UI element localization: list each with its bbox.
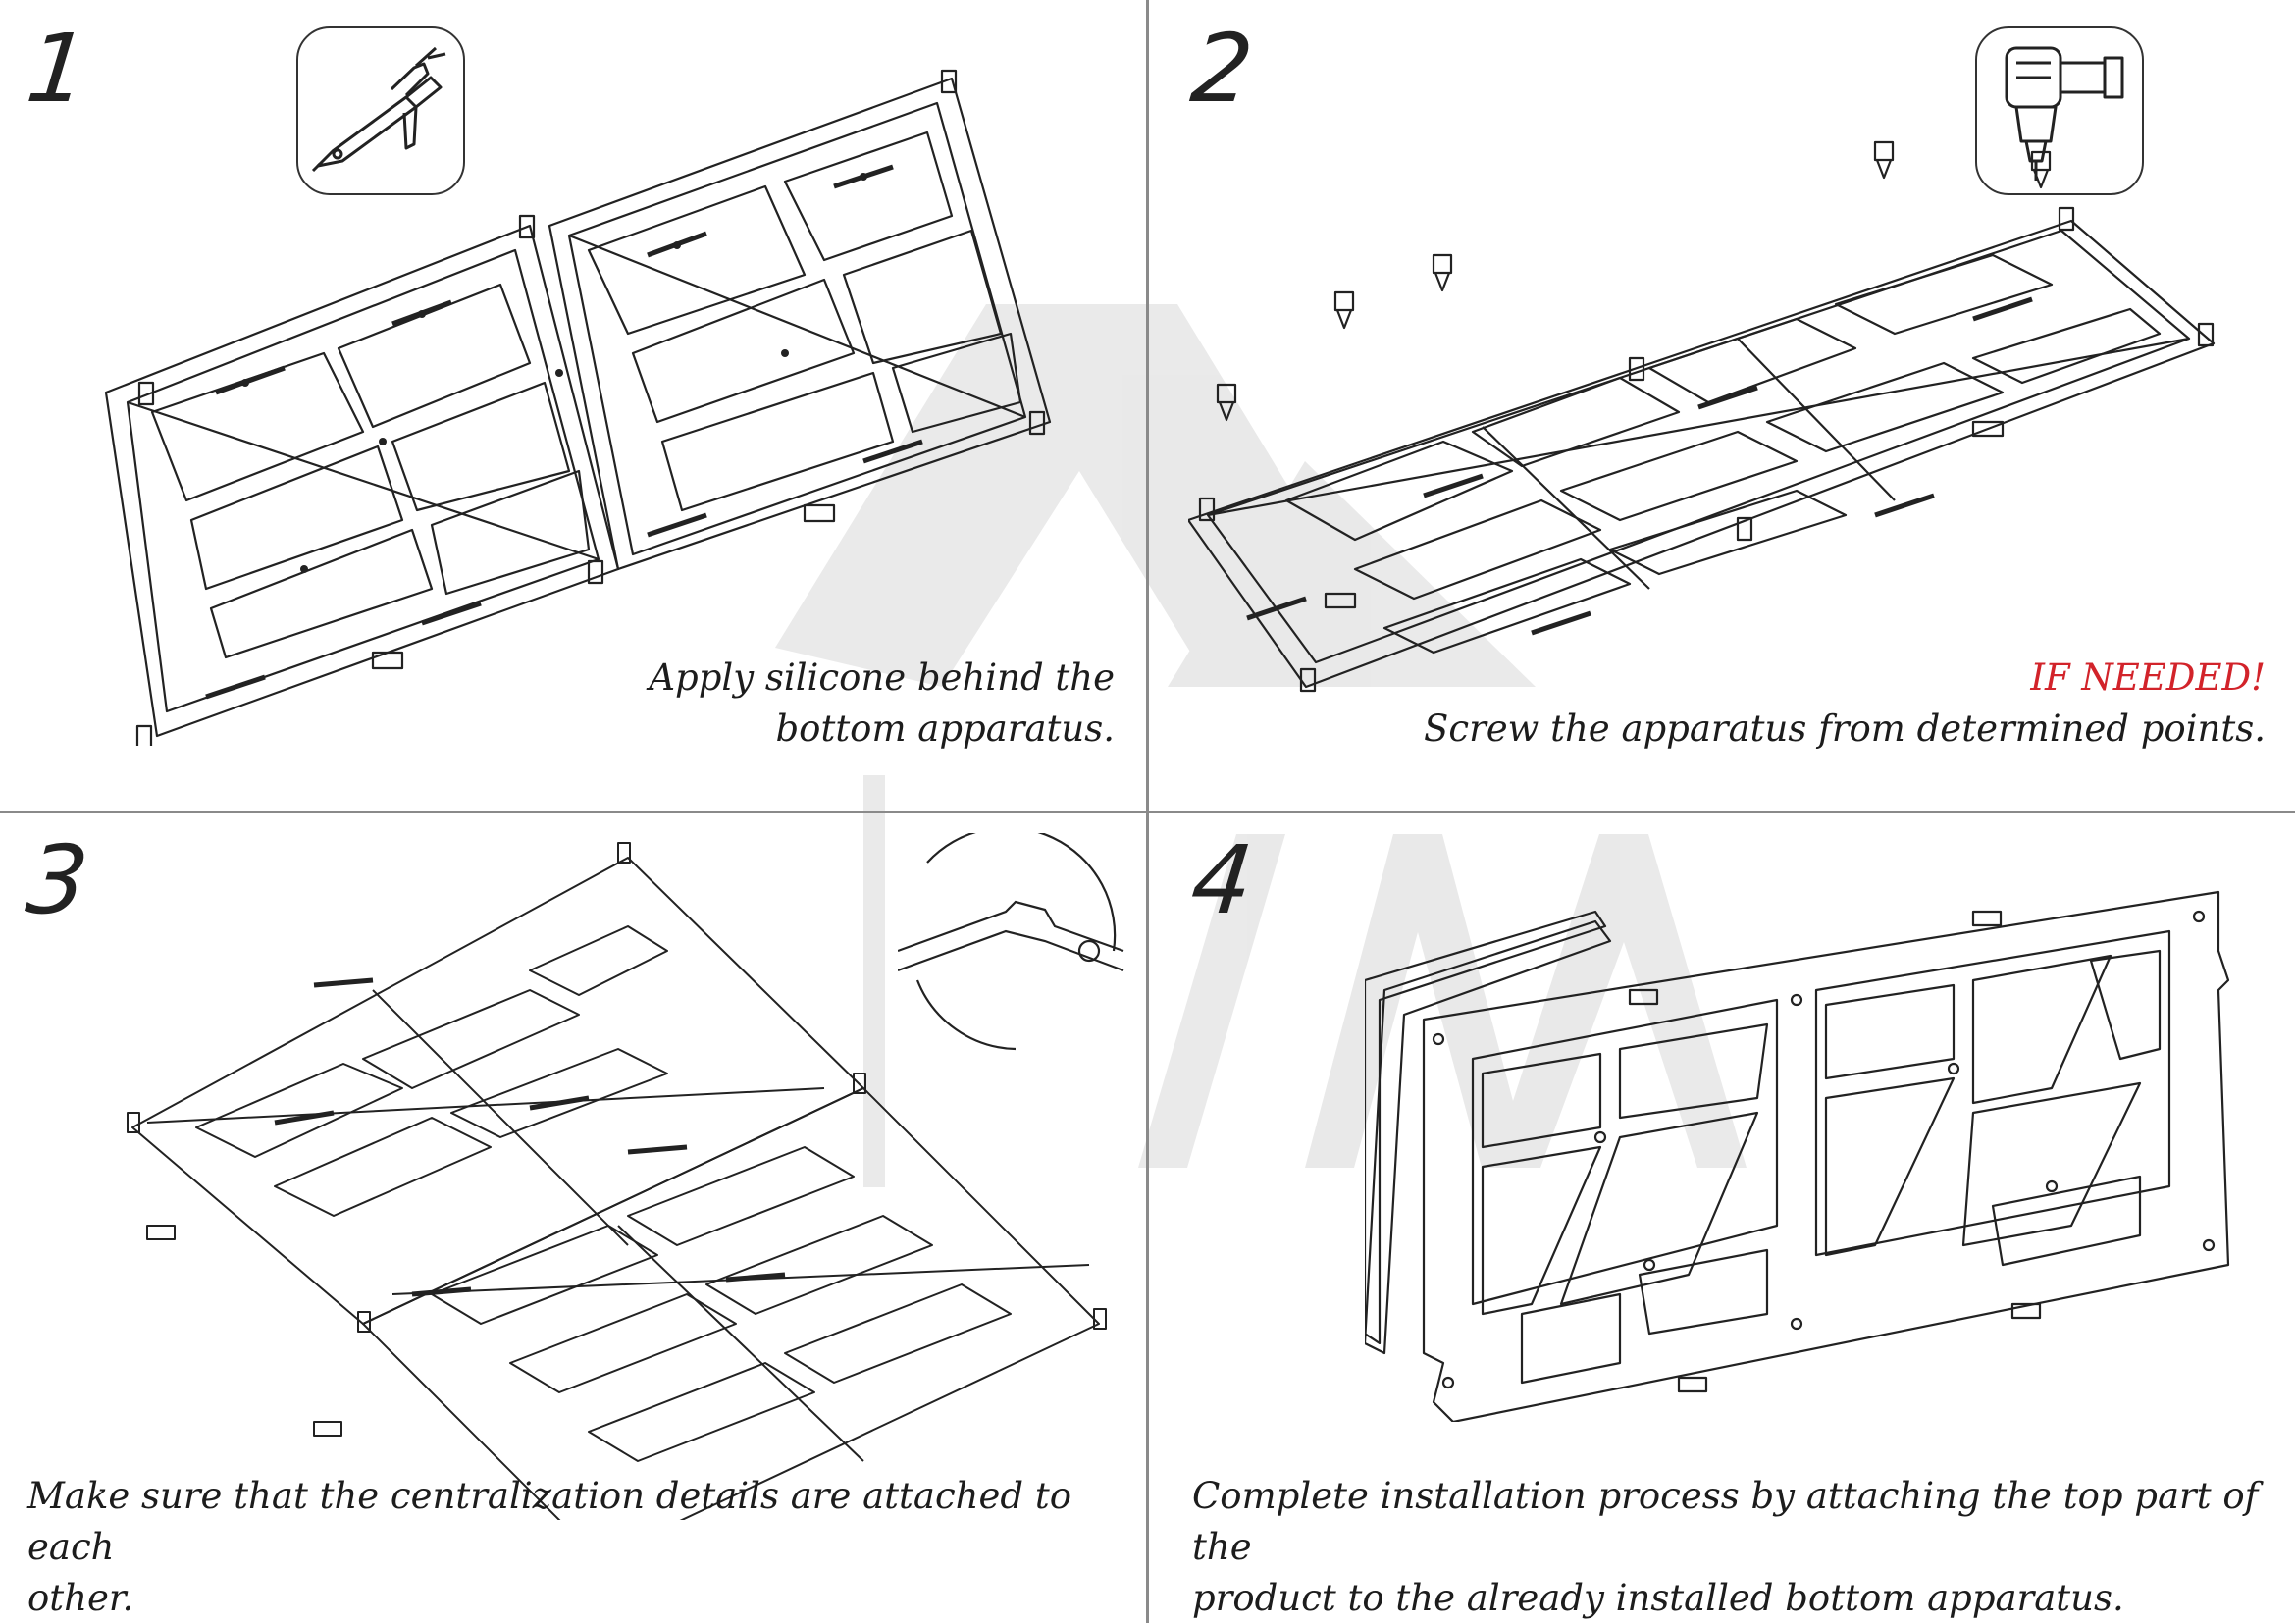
step-1-caption-line-1: Apply silicone behind the [649, 656, 1115, 699]
step-4-illustration [1365, 890, 2230, 1422]
step-3-panel: 3 [0, 813, 1146, 1623]
step-2-caption: IF NEEDED! Screw the apparatus from dete… [1424, 653, 2266, 755]
step-2-illustration [1188, 140, 2216, 693]
power-drill-icon [1975, 26, 2144, 195]
step-3-caption: Make sure that the centralization detail… [27, 1471, 1126, 1624]
step-1-panel: 1 [0, 0, 1146, 811]
step-4-panel: 4 [1149, 813, 2295, 1623]
zoom-detail-icon [898, 833, 1124, 1051]
horizontal-divider [0, 811, 2295, 813]
step-3-number: 3 [22, 825, 93, 935]
step-2-warning: IF NEEDED! [2030, 656, 2266, 699]
silicone-gun-icon [296, 26, 465, 195]
step-1-number: 1 [22, 14, 93, 124]
step-2-panel: 2 [1149, 0, 2295, 811]
step-2-number: 2 [1186, 14, 1258, 124]
step-3-caption-line-1: Make sure that the centralization detail… [27, 1475, 1072, 1568]
step-1-illustration [104, 69, 1052, 746]
step-3-illustration [127, 842, 1107, 1520]
step-1-caption-line-2: bottom apparatus. [775, 707, 1115, 750]
step-4-caption-line-2: product to the already installed bottom … [1192, 1577, 2124, 1619]
step-1-caption: Apply silicone behind the bottom apparat… [649, 653, 1115, 755]
step-4-caption-line-1: Complete installation process by attachi… [1192, 1475, 2259, 1568]
step-3-caption-line-2: other. [27, 1577, 134, 1619]
screw [1216, 383, 1237, 422]
step-4-number: 4 [1186, 825, 1258, 935]
step-4-caption: Complete installation process by attachi… [1192, 1471, 2281, 1624]
step-2-caption-line-1: Screw the apparatus from determined poin… [1424, 707, 2266, 750]
